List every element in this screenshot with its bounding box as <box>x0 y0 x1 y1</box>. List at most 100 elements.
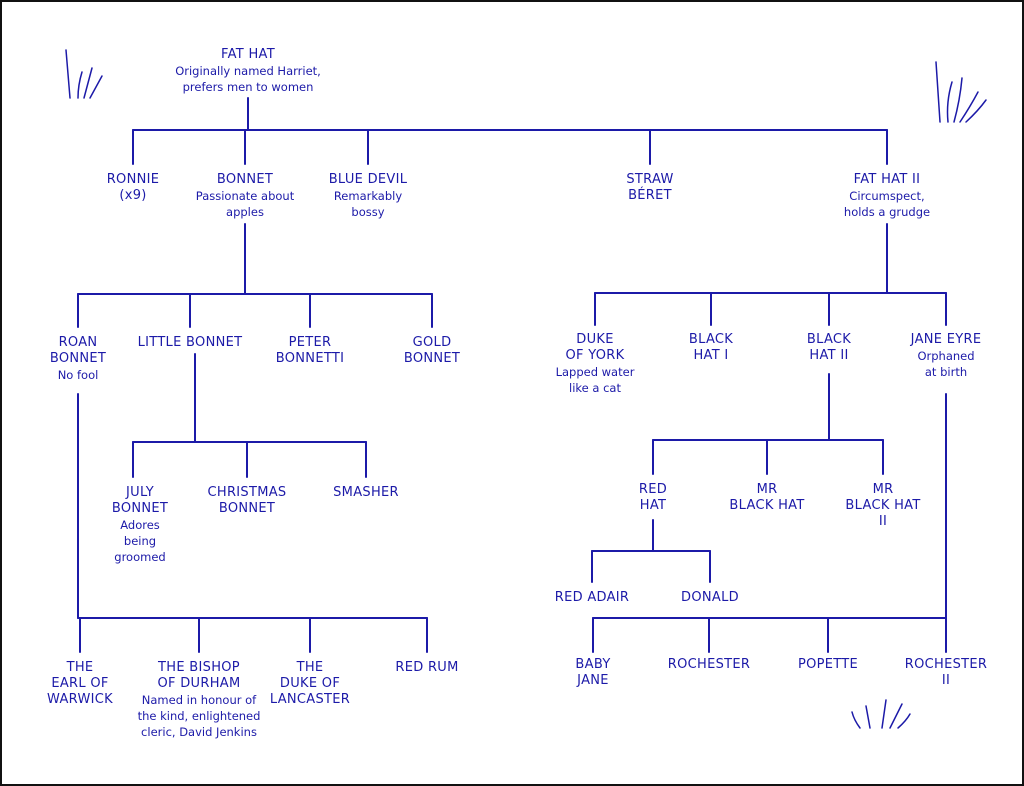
node-name-line: RED RUM <box>395 660 459 675</box>
node-note-line: apples <box>226 205 264 219</box>
node-note-line: Passionate about <box>195 189 295 203</box>
node-name-line: MR <box>756 482 778 497</box>
node-name-line: DUKE OF <box>279 676 341 691</box>
node-name-line: HAT <box>639 498 667 513</box>
node-name-line: STRAW <box>626 172 674 187</box>
node-name-line: CHRISTMAS <box>207 485 287 500</box>
node-name-line: II <box>878 514 888 529</box>
node-name-line: BONNET <box>403 351 461 366</box>
node-name-line: JANE <box>577 673 609 688</box>
node-note-line: holds a grudge <box>843 205 931 219</box>
node-name-line: SMASHER <box>333 485 399 500</box>
node-fathat2: FAT HAT II Circumspect, holds a grudge <box>844 172 930 220</box>
node-rochester: ROCHESTER <box>668 657 750 673</box>
node-name-line: BONNET <box>49 351 107 366</box>
node-note-line: groomed <box>114 550 166 564</box>
node-name-line: RED ADAIR <box>554 590 630 605</box>
node-name-line: ROCHESTER <box>904 657 988 672</box>
node-name-line: WARWICK <box>47 692 113 707</box>
node-name-line: PETER <box>288 335 332 350</box>
node-name-line: BÉRET <box>628 188 672 203</box>
node-fathat: FAT HAT Originally named Harriet, prefers … <box>175 47 321 95</box>
node-name-line: BLACK <box>806 332 852 347</box>
node-name-line: BONNETTI <box>275 351 345 366</box>
node-note-line: like a cat <box>569 381 621 395</box>
node-ronnie: RONNIE(x9) <box>107 172 160 204</box>
node-bluedevil: BLUE DEVIL Remarkably bossy <box>329 172 408 220</box>
node-name-line: JANE EYRE <box>910 332 982 347</box>
node-name-line: DUKE <box>576 332 614 347</box>
node-name-line: BONNET <box>216 172 274 187</box>
node-name-line: THE <box>66 660 94 675</box>
node-donald: DONALD <box>681 590 739 606</box>
node-note-line: prefers men to women <box>182 80 314 94</box>
node-littlebonnet: LITTLE BONNET <box>138 335 243 351</box>
node-note-line: being <box>123 534 157 548</box>
node-name-line: DONALD <box>681 590 739 605</box>
node-note-line: the kind, enlightened <box>137 709 261 723</box>
node-name-line: ROCHESTER <box>667 657 751 672</box>
grass-tuft-icon <box>65 49 103 99</box>
node-note-line: at birth <box>924 365 968 379</box>
node-name-line: BLACK HAT <box>845 498 921 513</box>
node-note-line: Named in honour of <box>141 693 257 707</box>
node-name-line: BLACK HAT <box>729 498 805 513</box>
node-note-line: Adores <box>120 518 160 532</box>
node-name-line: EARL OF <box>51 676 109 691</box>
node-name-line: JULY <box>125 485 155 500</box>
node-name-line: LITTLE BONNET <box>137 335 243 350</box>
node-janeeyre: JANE EYRE Orphaned at birth <box>911 332 982 380</box>
node-note-line: Originally named Harriet, <box>175 64 321 78</box>
node-bonnet: BONNET Passionate about apples <box>196 172 294 220</box>
node-note-line: Lapped water <box>555 365 635 379</box>
node-name-line: ROAN <box>58 335 98 350</box>
node-redrum: RED RUM <box>395 660 458 676</box>
node-note-line: Orphaned <box>917 349 975 363</box>
grass-tuft-icon <box>851 699 911 729</box>
node-note-line: bossy <box>351 205 385 219</box>
node-name-line: II <box>941 673 951 688</box>
node-name-line: BONNET <box>111 501 169 516</box>
node-note-line: cleric, David Jenkins <box>141 725 257 739</box>
node-note-line: Circumspect, <box>849 189 925 203</box>
node-name-line: MR <box>872 482 894 497</box>
node-name-line: FAT HAT <box>221 47 275 62</box>
grass-tuft-icon <box>935 61 987 123</box>
node-note-line: No fool <box>57 368 99 382</box>
node-name-line: POPETTE <box>797 657 859 672</box>
node-name-line: GOLD <box>412 335 452 350</box>
node-name-line: OF DURHAM <box>157 676 241 691</box>
node-name-line: THE BISHOP <box>158 660 240 675</box>
node-note-line: Remarkably <box>333 189 403 203</box>
node-name-line: HAT II <box>809 348 849 363</box>
node-name-line: RONNIE <box>106 172 160 187</box>
node-name-line: THE <box>296 660 324 675</box>
node-name-line: (x9) <box>119 188 147 203</box>
node-name-line: OF YORK <box>565 348 625 363</box>
node-name-line: FAT HAT II <box>853 172 921 187</box>
node-redadair: RED ADAIR <box>555 590 630 606</box>
node-smasher: SMASHER <box>333 485 399 501</box>
node-name-line: BLUE DEVIL <box>328 172 408 187</box>
node-name-line: BLACK <box>688 332 734 347</box>
node-name-line: RED <box>638 482 668 497</box>
node-name-line: BABY <box>575 657 611 672</box>
